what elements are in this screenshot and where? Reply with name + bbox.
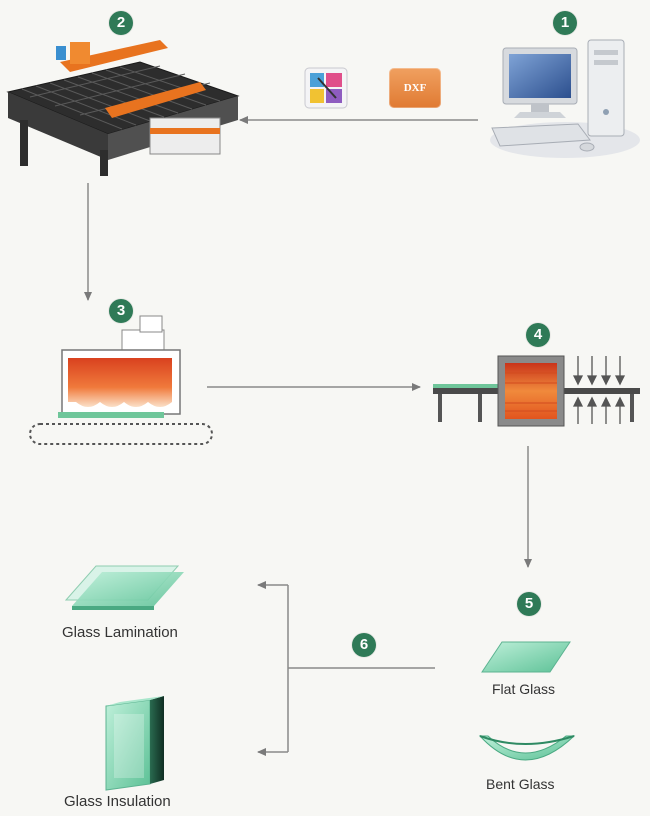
step-3-badge: 3: [109, 299, 133, 323]
file-icon: [304, 67, 348, 109]
glass-lamination-label: Glass Lamination: [62, 624, 178, 641]
dxf-file-badge: DXF: [389, 68, 441, 108]
step-2-badge: 2: [109, 11, 133, 35]
bent-glass-icon: [478, 735, 576, 761]
computer-icon: [490, 39, 640, 158]
step-1-badge: 1: [553, 11, 577, 35]
step-6-badge: 6: [352, 633, 376, 657]
glass-lamination-icon: [64, 565, 184, 610]
step-5-badge: 5: [517, 592, 541, 616]
tempering-furnace-icon: [433, 355, 640, 427]
flat-glass-icon: [481, 641, 571, 673]
glass-insulation-label: Glass Insulation: [64, 793, 171, 810]
bending-furnace-icon: [29, 315, 213, 445]
glass-insulation-icon: [105, 696, 164, 791]
cutting-table-icon: [6, 40, 240, 176]
bent-glass-label: Bent Glass: [486, 776, 555, 792]
flat-glass-label: Flat Glass: [492, 681, 556, 697]
step-4-badge: 4: [526, 323, 550, 347]
flow-arrows: [84, 116, 532, 756]
